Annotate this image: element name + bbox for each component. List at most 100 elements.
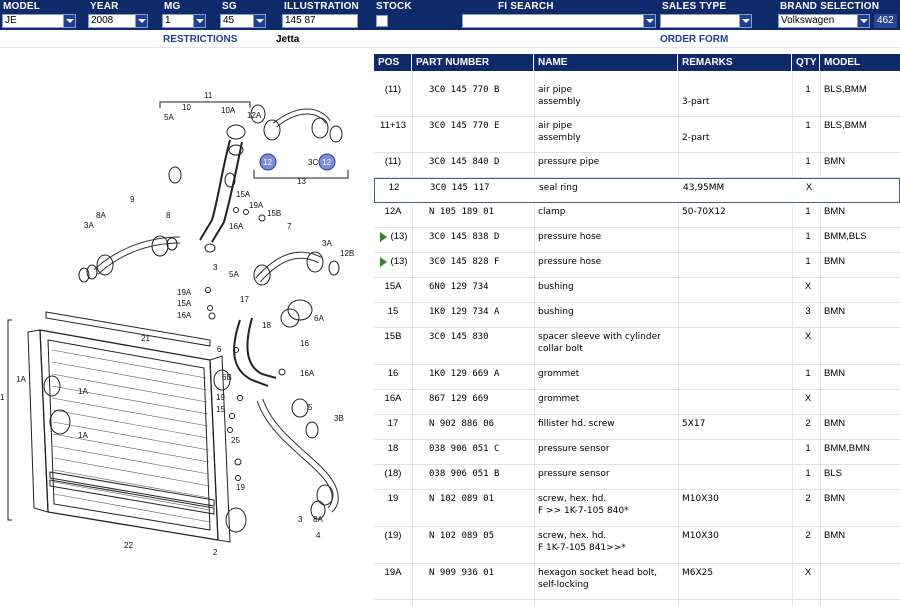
diagram-label[interactable]: 1 <box>0 393 5 402</box>
diagram-label[interactable]: 19A <box>177 288 192 297</box>
sg-select[interactable]: 45 <box>220 14 266 28</box>
diagram-label[interactable]: 25 <box>231 436 240 445</box>
diagram-label[interactable]: 18 <box>262 321 271 330</box>
brand-select[interactable]: Volkswagen <box>778 14 870 28</box>
diagram-label[interactable]: 16A <box>177 311 192 320</box>
diagram-label[interactable]: 3C <box>308 158 318 167</box>
diagram-label[interactable]: 22 <box>124 541 133 550</box>
diagram-label[interactable]: 3 <box>213 263 218 272</box>
cell-name: spacer sleeve with cylinder collar bolt <box>538 332 661 354</box>
cell-name: pressure hose <box>538 257 602 267</box>
diagram-label[interactable]: 12A <box>247 111 262 120</box>
diagram-label[interactable]: 7 <box>287 222 292 231</box>
chevron-down-icon[interactable] <box>739 15 751 27</box>
chevron-down-icon[interactable] <box>643 15 655 27</box>
cell-model: BMN <box>824 368 846 379</box>
diagram-label[interactable]: 15 <box>216 405 225 414</box>
sales-type-select[interactable] <box>660 14 752 28</box>
col-name-header[interactable]: NAME <box>534 54 678 71</box>
diagram-label[interactable]: 11 <box>204 91 213 100</box>
diagram-label[interactable]: 1A <box>16 375 26 384</box>
diagram-label[interactable]: 8 <box>166 211 171 220</box>
diagram-label[interactable]: 16A <box>229 222 244 231</box>
chevron-down-icon[interactable] <box>857 15 869 27</box>
col-pos-header[interactable]: POS <box>374 54 412 71</box>
diagram-label[interactable]: 19 <box>236 483 245 492</box>
cell-pn: 1K0 129 734 A <box>429 307 500 317</box>
diagram-label[interactable]: 6 <box>217 345 222 354</box>
cell-remarks: 50-70X12 <box>682 207 726 217</box>
diagram-label[interactable]: 10A <box>221 106 236 115</box>
mg-select[interactable]: 1 <box>162 14 206 28</box>
diagram-label[interactable]: 6B <box>222 373 232 382</box>
diagram-label[interactable]: 17 <box>240 295 249 304</box>
diagram-label[interactable]: 5A <box>164 113 174 122</box>
diagram-label[interactable]: 3B <box>334 414 344 423</box>
diagram-label[interactable]: 5A <box>229 270 239 279</box>
chevron-down-icon[interactable] <box>135 15 147 27</box>
diagram-label[interactable]: 8A <box>96 211 106 220</box>
year-select[interactable]: 2008 <box>88 14 148 28</box>
diagram-label[interactable]: 1A <box>78 431 88 440</box>
col-qty-header[interactable]: QTY <box>792 54 820 71</box>
col-model-header[interactable]: MODEL <box>824 57 861 68</box>
chevron-down-icon[interactable] <box>193 15 205 27</box>
diagram-label[interactable]: 15B <box>267 209 281 218</box>
stock-checkbox[interactable] <box>376 15 388 27</box>
diagram-label[interactable]: 16 <box>300 339 309 348</box>
diagram-label[interactable]: 12B <box>340 249 354 258</box>
diagram-label[interactable]: 3A <box>322 239 332 248</box>
expand-arrow-icon[interactable] <box>380 257 387 267</box>
cell-pn: 3C0 145 840 D <box>429 157 500 167</box>
diagram-label[interactable]: 13 <box>297 177 306 186</box>
diagram-label[interactable]: 1A <box>78 387 88 396</box>
diagram-label[interactable]: 3A <box>84 221 94 230</box>
diagram-label[interactable]: 6A <box>314 314 324 323</box>
diagram-label[interactable]: 15A <box>177 299 192 308</box>
diagram-label[interactable]: 12 <box>322 158 331 167</box>
cell-name: clamp <box>538 207 566 217</box>
diagram-label[interactable]: 12 <box>263 158 272 167</box>
col-remarks-header[interactable]: REMARKS <box>678 54 792 71</box>
diagram-label[interactable]: 2 <box>213 548 218 557</box>
stock-label: STOCK <box>376 1 412 12</box>
diagram-label[interactable]: 19A <box>249 201 264 210</box>
diagram-label[interactable]: 8A <box>313 515 323 524</box>
cell-remarks: 43,95MM <box>683 183 725 193</box>
expand-arrow-icon[interactable] <box>380 232 387 242</box>
chevron-down-icon[interactable] <box>253 15 265 27</box>
illustration-field[interactable]: 145 87 <box>282 14 358 28</box>
diagram-label[interactable]: 19 <box>216 393 225 402</box>
diagram-label[interactable]: 10 <box>182 103 191 112</box>
model-select[interactable]: JE <box>2 14 76 28</box>
col-part-number-header[interactable]: PART NUMBER <box>412 54 534 71</box>
diagram-label[interactable]: 21 <box>141 334 150 343</box>
diagram-label[interactable]: 16A <box>300 369 315 378</box>
fi-search-input[interactable] <box>462 14 656 28</box>
diagram-label[interactable]: 15A <box>236 190 251 199</box>
diagram-label[interactable]: 9 <box>130 195 135 204</box>
chevron-down-icon[interactable] <box>63 15 75 27</box>
diagram-label[interactable]: 4 <box>316 531 321 540</box>
order-form-link[interactable]: ORDER FORM <box>660 34 729 45</box>
diagram-label[interactable]: 5 <box>308 403 313 412</box>
diagram-label[interactable]: 3 <box>298 515 303 524</box>
